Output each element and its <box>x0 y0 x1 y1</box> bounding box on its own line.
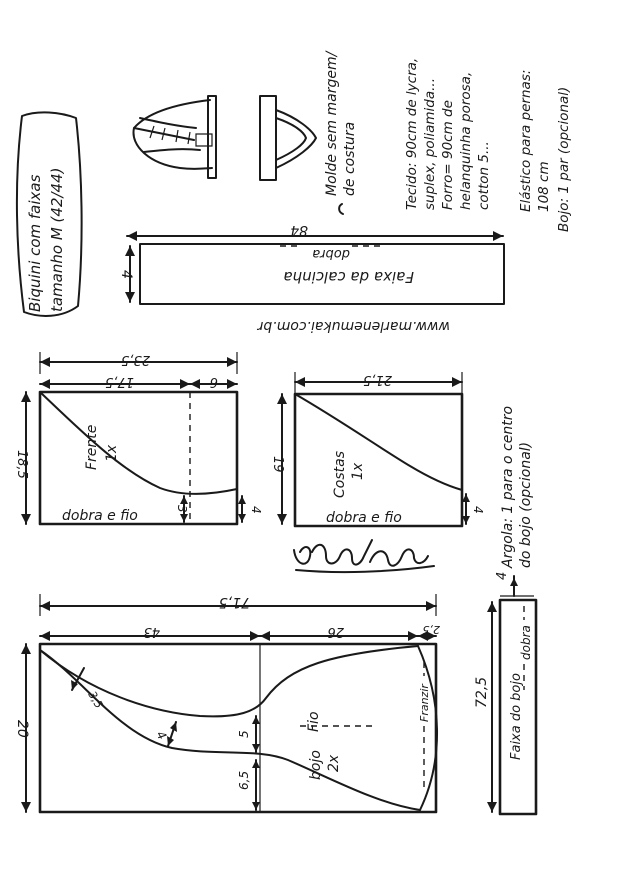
faixa-calcinha-width: 84 <box>290 222 308 238</box>
materials-line7: 108 cm <box>536 161 552 212</box>
title-line1: Biquini com faixas <box>26 174 44 312</box>
costas-fold: dobra e fio <box>326 510 402 526</box>
frente-h-small: 3 <box>175 505 189 513</box>
argola-line1: Argola: 1 para o centro <box>500 406 516 569</box>
title-block: Biquini com faixas tamanho M (42/44) <box>15 111 83 317</box>
website-url: www.marlenemukai.com.br <box>256 318 450 334</box>
bojo-piece: 71,5 43 26 2,5 20 3,5 4 5 <box>14 594 441 814</box>
materials-line2: suplex, poliamida... <box>422 78 438 210</box>
bojo-total-width: 71,5 <box>219 594 250 610</box>
bojo-grain: Fio <box>306 711 322 732</box>
faixa-calcinha-piece: 84 4 dobra Faixa da calcinha <box>118 222 505 305</box>
materials-line4: helanquinha porosa, <box>458 72 474 210</box>
title-line2: tamanho M (42/44) <box>48 168 66 312</box>
note-line2: de costura <box>342 122 358 196</box>
frente-h-edge: 4 <box>249 506 263 514</box>
frente-count: 1x <box>104 444 120 462</box>
materials-line8: Bojo: 1 par (opcional) <box>556 87 572 232</box>
materials-line3: Forro= 90cm de <box>440 100 456 210</box>
costas-width: 21,5 <box>363 372 392 387</box>
bojo-d2: 4 <box>153 729 169 743</box>
frente-total-width: 23,5 <box>121 352 150 367</box>
faixa-calcinha-label: Faixa da calcinha <box>283 268 414 286</box>
materials-list: Tecido: 90cm de lycra, suplex, poliamida… <box>404 58 572 232</box>
bojo-w2: 26 <box>327 624 344 639</box>
bojo-d4: 6,5 <box>237 771 251 790</box>
note-line1: Molde sem margem/ <box>324 50 340 196</box>
frente-piece: 23,5 17,5 6 18,5 3 4 Frente 1x dobra e f… <box>14 352 263 526</box>
signature <box>293 539 435 574</box>
bikini-bottom-sketch <box>259 95 317 181</box>
bojo-count: 2x <box>326 754 342 772</box>
bojo-w1: 43 <box>143 624 160 639</box>
frente-name: Frente <box>84 425 100 470</box>
costas-count: 1x <box>350 462 366 480</box>
bojo-w3: 2,5 <box>423 623 441 636</box>
bojo-gather: Franzir <box>418 683 431 722</box>
costas-piece: 21,5 19 4 Costas 1x dobra e fio <box>270 372 485 528</box>
frente-height: 18,5 <box>14 450 29 479</box>
bojo-d3: 5 <box>237 730 251 738</box>
no-seam-note: Molde sem margem/ de costura <box>324 50 358 215</box>
faixa-bojo-piece: 4 dobra Faixa do bojo 72,5 <box>474 572 538 816</box>
materials-line5: cotton 5... <box>476 141 492 210</box>
frente-fold: dobra e fio <box>62 508 138 524</box>
costas-name: Costas <box>332 451 348 498</box>
materials-line1: Tecido: 90cm de lycra, <box>404 58 420 210</box>
costas-height: 19 <box>270 456 285 473</box>
materials-line6: Elástico para pernas: <box>518 70 534 212</box>
faixa-bojo-label: Faixa do bojo <box>509 673 524 760</box>
argola-note: Argola: 1 para o centro do bojo (opciona… <box>500 406 534 569</box>
argola-line2: do bojo (opcional) <box>518 442 534 568</box>
faixa-bojo-length: 72,5 <box>474 677 490 708</box>
bikini-top-sketch <box>132 95 217 179</box>
bojo-height: 20 <box>14 720 30 738</box>
frente-w2: 6 <box>210 374 218 389</box>
faixa-calcinha-fold: dobra <box>312 246 350 261</box>
faixa-bojo-fold: dobra <box>519 625 533 660</box>
frente-w1: 17,5 <box>105 374 134 389</box>
faixa-bojo-height: 4 <box>495 572 510 580</box>
faixa-calcinha-height: 4 <box>118 270 134 279</box>
costas-h-edge: 4 <box>471 506 485 514</box>
bojo-name: bojo <box>308 750 324 780</box>
